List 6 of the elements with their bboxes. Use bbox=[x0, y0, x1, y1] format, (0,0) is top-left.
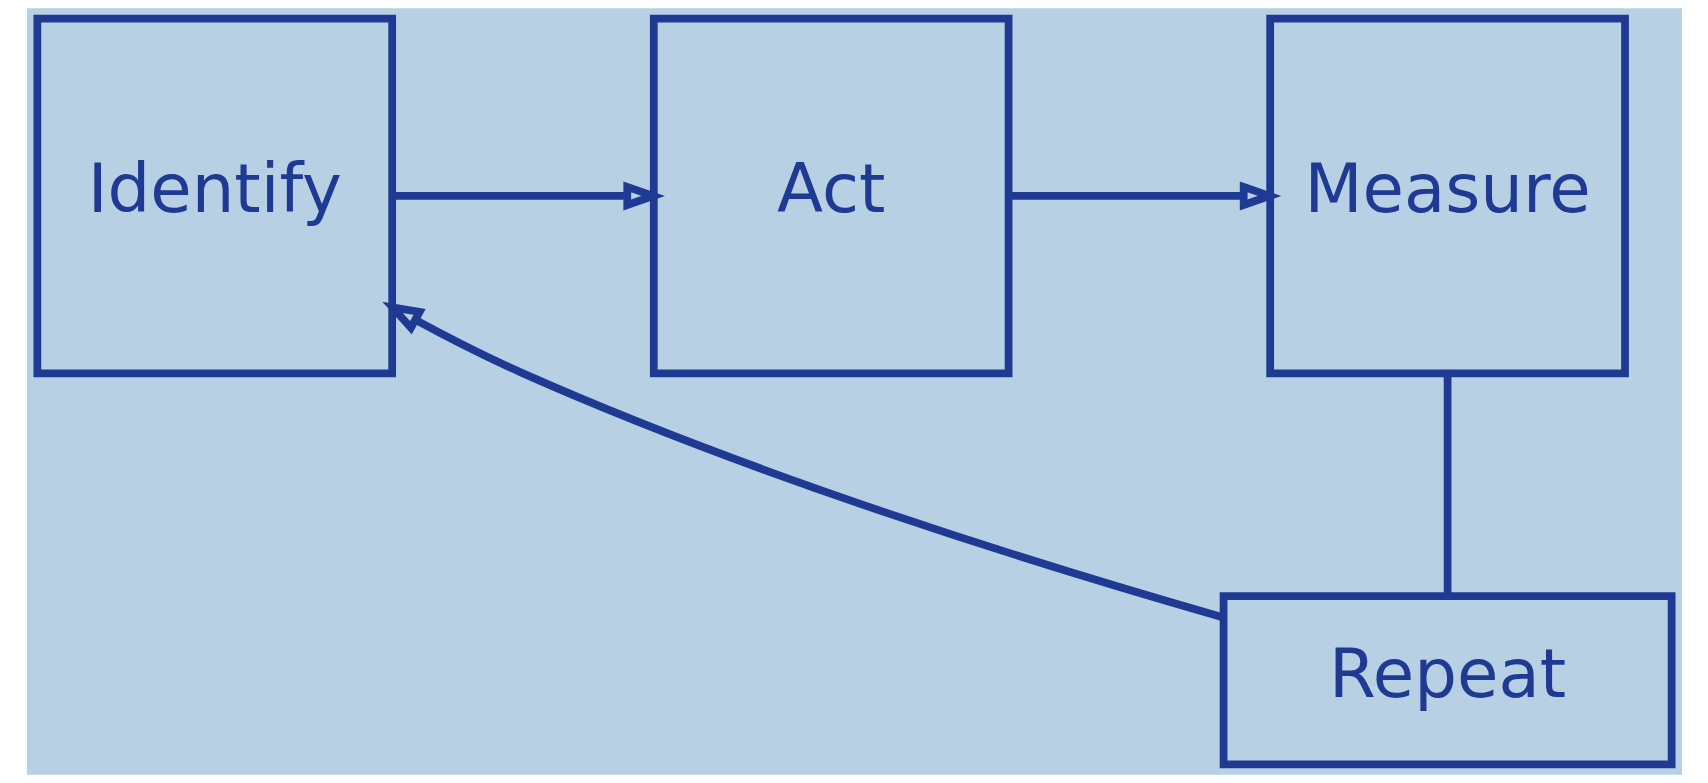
node-box: Identify bbox=[32, 14, 396, 378]
arrow bbox=[392, 181, 665, 211]
node-box: Repeat bbox=[1219, 592, 1676, 769]
node-box: Act bbox=[649, 14, 1012, 378]
node-box: Measure bbox=[1265, 14, 1629, 378]
arrow bbox=[1008, 181, 1281, 211]
